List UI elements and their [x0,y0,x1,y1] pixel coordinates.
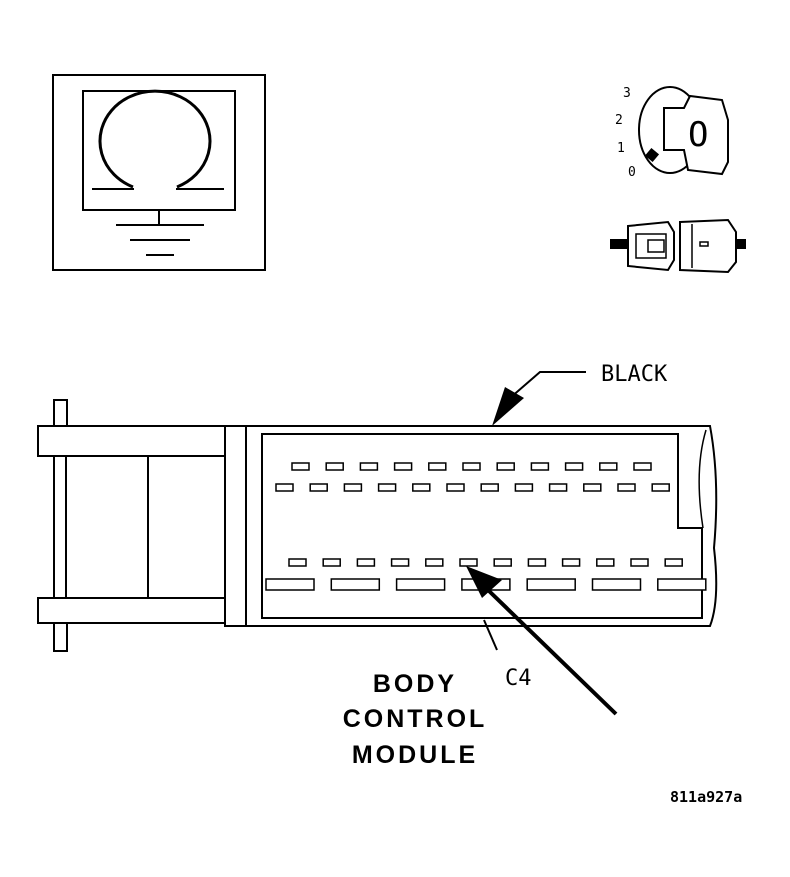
pin-cavity [480,483,499,492]
pin-cavity [617,483,636,492]
ignition-position-2: 2 [615,113,623,128]
connector-pair-icon [610,218,746,274]
pin-cavity [530,462,550,471]
figure-id: 811a927a [670,788,742,806]
pin-cavity [561,558,581,567]
pin-cavity [591,578,642,591]
c4-arrow-head [466,566,502,598]
title-line-3: MODULE [352,741,478,769]
pin-cavity [393,462,413,471]
pin-cavity [462,462,481,471]
pin-cavity [265,578,315,591]
title-line-2: CONTROL [343,705,488,733]
pin-cavity [330,578,381,591]
pin-cavity [548,483,568,492]
pin-cavity [343,483,363,492]
black-arrow-head [492,387,524,426]
ignition-position-1: 1 [617,141,625,156]
pin-cavity [425,558,444,567]
pin-cavity [526,578,576,591]
module-title: BODY CONTROL MODULE [343,670,488,769]
pin-cavity [596,558,615,567]
pin-cavity [514,483,534,492]
pin-cavity [412,483,431,492]
pin-cavity [291,462,310,471]
pin-cavity [325,462,344,471]
ignition-position-3: 3 [623,86,631,101]
c4-callout: C4 [466,566,618,716]
bcm-connector [37,399,718,652]
pin-row-3 [288,558,683,567]
pin-cavity [446,483,465,492]
pin-cavity [651,483,670,492]
black-callout: BLACK [492,362,668,426]
pin-cavity [633,462,652,471]
ignition-position-0: 0 [628,165,636,180]
pin-cavity [428,462,447,471]
connector-color-label: BLACK [601,362,668,387]
ignition-switch-icon: 3 2 1 0 O [615,86,729,180]
pin-cavity [630,558,649,567]
pin-cavity [359,462,379,471]
pin-cavity [583,483,602,492]
pin-cavity [275,483,294,492]
pin-cavity [657,578,707,591]
pin-cavity [377,483,397,492]
pin-cavity [309,483,328,492]
pin-cavity [390,558,410,567]
pin-cavity [288,558,307,567]
pin-cavity [496,462,515,471]
pin-cavity [322,558,341,567]
pin-cavity [599,462,618,471]
pin-cavity [459,558,478,567]
pin-cavity [356,558,376,567]
pin-cavity [527,558,547,567]
pin-cavity [564,462,584,471]
pin-cavity [664,558,683,567]
pin-cavity [493,558,512,567]
ohmmeter-icon [52,74,266,271]
title-line-1: BODY [373,670,457,698]
connector-id-label: C4 [505,666,532,691]
pin-row-1 [291,462,652,471]
key-glyph: O [688,115,708,155]
pin-cavity [395,578,446,591]
pin-row-2 [275,483,670,492]
